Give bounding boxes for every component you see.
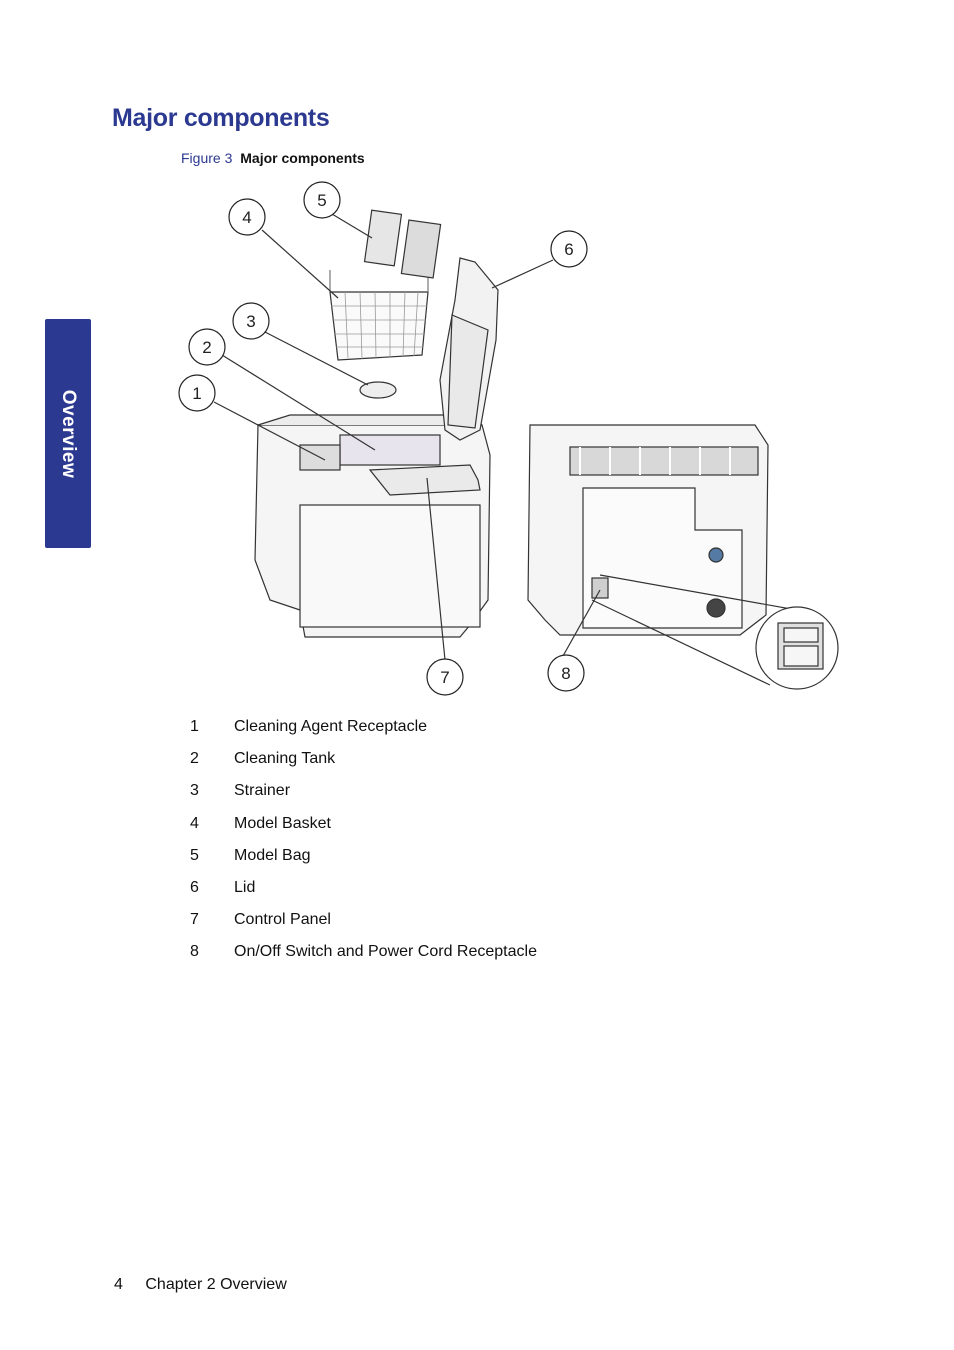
legend-number: 6 (190, 878, 199, 896)
legend-label: On/Off Switch and Power Cord Receptacle (234, 943, 537, 961)
callout-5-label: 5 (317, 191, 326, 210)
front-unit-panel (299, 504, 481, 628)
callout-8-label: 8 (561, 664, 570, 683)
legend-label: Model Basket (234, 814, 331, 832)
legend-number: 4 (190, 814, 199, 832)
legend-number: 1 (190, 718, 199, 735)
control-panel (368, 464, 481, 496)
legend-label: Cleaning Tank (234, 750, 336, 768)
callout-4-label: 4 (242, 208, 251, 227)
rear-fitting (706, 598, 726, 618)
rear-port (708, 547, 724, 563)
callout-7 (426, 658, 464, 696)
legend-label: Control Panel (234, 911, 331, 929)
chapter-title: Chapter 2 Overview (145, 1276, 287, 1293)
callout-1 (178, 374, 216, 412)
callout-6-label: 6 (564, 240, 573, 259)
legend-number: 5 (190, 846, 199, 864)
legend-label: Lid (234, 878, 256, 896)
figure-caption: Figure 3 Major components (181, 150, 365, 166)
strainer (359, 381, 397, 399)
legend-number: 2 (190, 750, 199, 768)
callout-2-label: 2 (202, 338, 211, 357)
callout-5 (303, 181, 341, 219)
model-basket (329, 291, 429, 361)
rear-vent (569, 446, 759, 476)
callout-8 (547, 654, 585, 692)
side-tab: Overview (45, 319, 91, 548)
legend-number: 3 (190, 782, 199, 800)
figure-number: Figure 3 (181, 150, 233, 166)
callout-3-label: 3 (246, 312, 255, 331)
legend-number: 7 (190, 911, 199, 929)
callout-3 (232, 302, 270, 340)
page-footer: 4 Chapter 2 Overview (114, 1276, 287, 1294)
legend-label: Strainer (234, 782, 291, 800)
page-title: Major components (112, 104, 330, 132)
legend-label: Model Bag (234, 846, 311, 864)
model-bag (363, 209, 403, 267)
legend-number: 8 (190, 943, 199, 961)
cleaning-tank (339, 434, 441, 466)
callout-7-label: 7 (440, 668, 449, 687)
callout-4 (228, 198, 266, 236)
page-number: 4 (114, 1276, 123, 1293)
callout-2 (188, 328, 226, 366)
callout-6 (550, 230, 588, 268)
power-cord-receptacle (783, 645, 819, 667)
legend-label: Cleaning Agent Receptacle (234, 718, 428, 735)
figure-caption-text: Major components (240, 150, 365, 166)
power-switch-small (591, 577, 609, 599)
callout-1-label: 1 (192, 384, 201, 403)
components-illustration: 1 2 3 4 5 6 7 8 (178, 181, 839, 696)
